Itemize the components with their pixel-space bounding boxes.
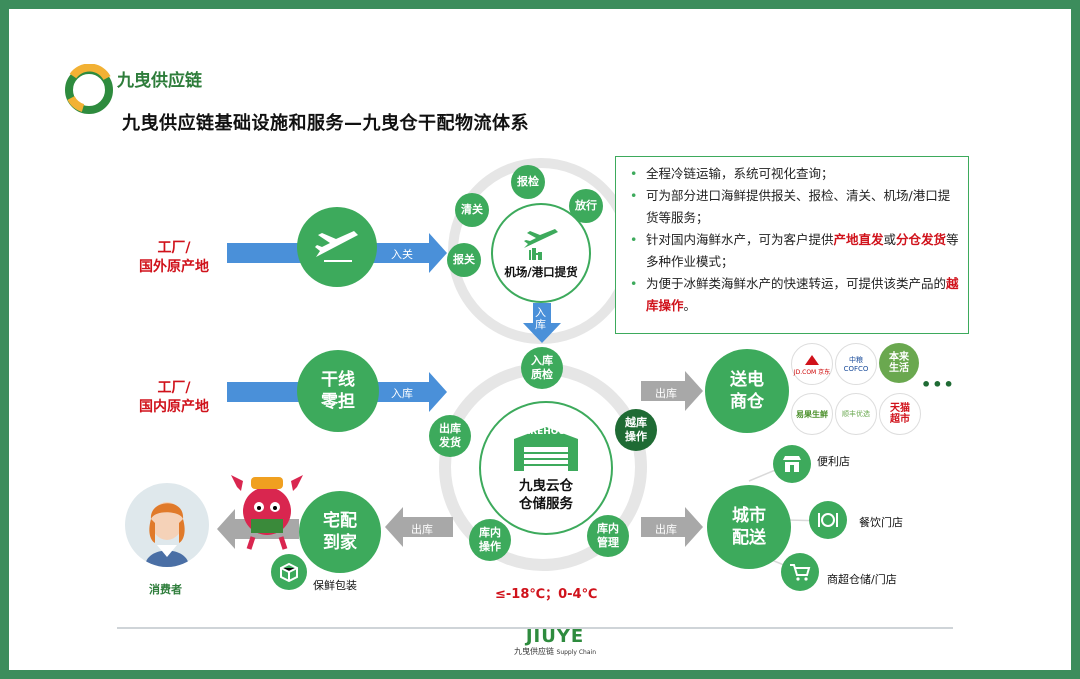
outbound-ecommerce-arrow (641, 371, 703, 411)
service-description-item: 全程冷链运输，系统可视化查询； (626, 163, 960, 185)
footer-brand: JIUYE (525, 626, 585, 647)
warehouse-badge: WAREHOUSE (513, 427, 579, 437)
footer-logo: JIUYE 九曳供应链 Supply Chain (509, 623, 601, 663)
description-text: 为便于冰鲜类海鲜水产的快速转运，可提供该类产品的 (646, 276, 947, 291)
logo-icon (65, 64, 113, 114)
description-text: 针对国内海鲜水产，可为客户提供 (646, 232, 834, 247)
brand-tmall: 天猫 超市 (879, 393, 921, 435)
supermarket-icon (781, 553, 819, 591)
highlight-text: 越库操作 (646, 276, 959, 313)
cloud-warehouse-label: 九曳云仓 仓储服务 (519, 478, 573, 512)
brand-logos: JD.COM 京东 中粮 COFCO 本来 生活 易果生鲜 顺丰优选 天猫 超市 (789, 341, 929, 435)
description-text: 等多种作业模式； (646, 232, 959, 269)
highlight-text: 分仓发货 (896, 232, 947, 247)
airport-port-pickup: 机场/港口提货 (491, 203, 591, 303)
fresh-package-label: 保鲜包装 (313, 579, 357, 592)
description-text: 可为部分进口海鲜提供报关、报检、清关、机场/港口提货等服务； (646, 188, 951, 225)
customs-declare: 报关 (447, 243, 481, 277)
outbound-home-arrow (385, 507, 453, 547)
outbound-ecommerce-label: 出库 (655, 387, 677, 400)
consumer-icon (145, 502, 189, 567)
brand-cofco: 中粮 COFCO (835, 343, 877, 385)
page-title: 九曳供应链基础设施和服务—九曳仓干配物流体系 (122, 113, 529, 134)
outbound-home-label: 出库 (411, 523, 433, 536)
customs-clear: 清关 (455, 193, 489, 227)
service-description-item: 可为部分进口海鲜提供报关、报检、清关、机场/港口提货等服务； (626, 185, 960, 229)
crab-mascot-icon (231, 475, 303, 550)
brand-jd: JD.COM 京东 (791, 343, 833, 385)
trunk-ltl-circle: 干线 零担 (297, 350, 379, 432)
description-text: 。 (683, 298, 697, 313)
internal-ops: 库内 操作 (469, 519, 511, 561)
city-delivery-circle: 城市 配送 (707, 485, 791, 569)
footer-en: Supply Chain (556, 649, 597, 656)
internal-mgmt: 库内 管理 (587, 515, 629, 557)
import-label: 入关 (391, 248, 413, 261)
flow-diagram-lines (217, 158, 828, 572)
brand-yiguo: 易果生鲜 (791, 393, 833, 435)
fresh-package-icon (271, 554, 307, 590)
inbound-down-arrow (523, 303, 561, 343)
temperature-range: ≤-18℃；0-4℃ (495, 587, 598, 602)
cloud-warehouse: WAREHOUSE 九曳云仓 仓储服务 (479, 401, 613, 535)
airport-icon (524, 229, 558, 260)
ecommerce-warehouse-circle: 送电 商仓 (705, 349, 789, 433)
store-convenience: 便利店 (817, 455, 850, 468)
air-freight-circle (297, 207, 377, 287)
origin-foreign: 工厂/ 国外原产地 (139, 240, 209, 275)
outbound-city-arrow (641, 507, 703, 547)
logo-text: 九曳供应链 (117, 71, 202, 91)
home-delivery-circle: 宅配 到家 (299, 491, 381, 573)
footer-divider (117, 627, 953, 629)
cross-dock: 越库 操作 (615, 409, 657, 451)
service-description-item: 针对国内海鲜水产，可为客户提供产地直发或分仓发货等多种作业模式； (626, 229, 960, 273)
outbound-city-label: 出库 (655, 523, 677, 536)
highlight-text: 产地直发 (833, 232, 884, 247)
inbound-label: 入库 (391, 387, 413, 400)
airport-port-label: 机场/港口提货 (504, 265, 578, 279)
customs-inspect: 报检 (511, 165, 545, 199)
more-dots: ••• (921, 375, 955, 394)
restaurant-icon (809, 501, 847, 539)
consumer-label: 消费者 (149, 583, 182, 596)
service-description-list: 全程冷链运输，系统可视化查询； 可为部分进口海鲜提供报关、报检、清关、机场/港口提… (626, 163, 960, 317)
brand-benlai: 本来 生活 (879, 343, 919, 383)
inbound-down-label: 入库 (535, 306, 546, 331)
convenience-store-icon (773, 445, 811, 483)
outbound-ship: 出库 发货 (429, 415, 471, 457)
service-description-item: 为便于冰鲜类海鲜水产的快速转运，可提供该类产品的越库操作。 (626, 273, 960, 317)
inbound-qc: 入库 质检 (521, 347, 563, 389)
store-restaurant: 餐饮门店 (859, 516, 903, 529)
description-text: 或 (883, 232, 897, 247)
origin-domestic: 工厂/ 国内原产地 (139, 380, 209, 415)
footer-cn: 九曳供应链 (513, 647, 554, 656)
description-text: 全程冷链运输，系统可视化查询； (646, 166, 834, 181)
store-supermarket: 商超仓储/门店 (827, 573, 897, 586)
brand-sf: 顺丰优选 (835, 393, 877, 435)
airplane-icon (315, 231, 358, 262)
service-description-box: 全程冷链运输，系统可视化查询； 可为部分进口海鲜提供报关、报检、清关、机场/港口提… (615, 156, 969, 334)
warehouse-icon (514, 427, 578, 471)
consumer-avatar (125, 483, 209, 567)
